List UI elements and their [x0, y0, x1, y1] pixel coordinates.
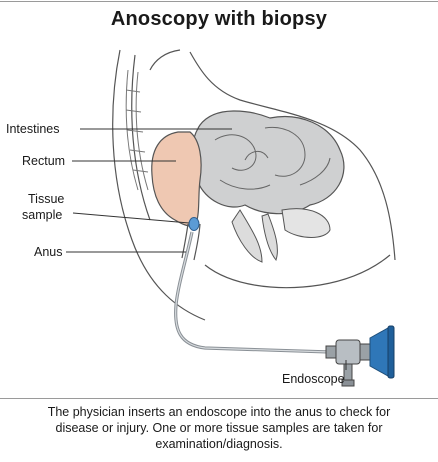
caption: The physician inserts an endoscope into … [10, 404, 428, 452]
label-intestines: Intestines [6, 122, 60, 137]
rectum-shape [152, 132, 201, 226]
caption-line-3: examination/diagnosis. [10, 436, 428, 452]
label-tissue-sample-line2: sample [22, 208, 62, 223]
label-endoscope: Endoscope [282, 372, 345, 387]
caption-line-2: disease or injury. One or more tissue sa… [10, 420, 428, 436]
label-rectum: Rectum [22, 154, 65, 169]
label-anus: Anus [34, 245, 63, 260]
tissue-sample-shape [189, 218, 199, 231]
intestines-shape [191, 111, 344, 262]
caption-line-1: The physician inserts an endoscope into … [10, 404, 428, 420]
label-tissue-sample-line1: Tissue [28, 192, 64, 207]
